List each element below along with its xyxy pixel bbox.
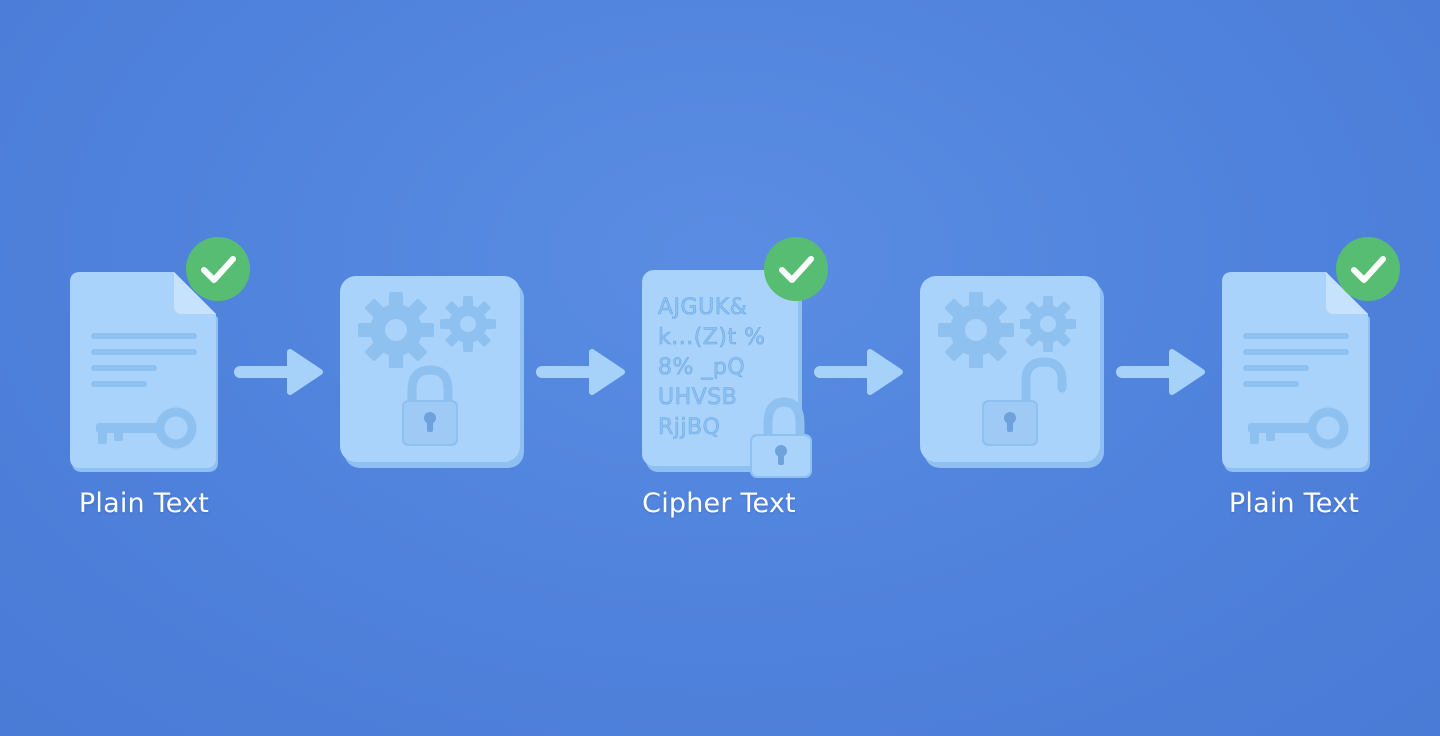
cipher-line-4: UHVSB xyxy=(658,385,737,410)
gears-locked-padlock-icon xyxy=(340,276,524,468)
arrow-3 xyxy=(812,348,906,396)
check-badge-3 xyxy=(1334,235,1402,303)
padlock-icon xyxy=(750,397,812,478)
arrow-right-icon xyxy=(536,349,625,395)
plain-text-output-label: Plain Text xyxy=(1228,488,1360,519)
cipher-line-1: AJGUK& xyxy=(658,295,747,320)
cipher-line-2: k...(Z)t % xyxy=(658,325,765,350)
arrow-2 xyxy=(534,348,628,396)
arrow-right-icon xyxy=(234,349,323,395)
encryption-node xyxy=(334,272,526,468)
decryption-node xyxy=(914,272,1106,468)
gears-unlocked-padlock-icon xyxy=(920,276,1104,468)
check-badge-1 xyxy=(184,235,252,303)
check-circle-icon xyxy=(186,237,250,301)
arrow-right-icon xyxy=(814,349,903,395)
cipher-line-3: 8% _pQ xyxy=(658,355,745,380)
plain-text-input-label: Plain Text xyxy=(78,488,210,519)
cipher-line-5: RjjBQ xyxy=(658,415,720,440)
cipher-text-node: AJGUK& k...(Z)t % 8% _pQ UHVSB RjjBQ xyxy=(636,264,820,478)
plain-text-output-node xyxy=(1214,262,1374,478)
arrow-right-icon xyxy=(1116,349,1205,395)
scrambled-document-padlock-icon: AJGUK& k...(Z)t % 8% _pQ UHVSB RjjBQ xyxy=(642,270,812,478)
document-key-icon xyxy=(1222,272,1370,472)
check-circle-icon xyxy=(1336,237,1400,301)
arrow-1 xyxy=(232,348,326,396)
document-key-icon xyxy=(70,272,218,472)
cipher-glyphs: AJGUK& k...(Z)t % 8% _pQ UHVSB RjjBQ xyxy=(658,295,766,441)
plain-text-input-node xyxy=(62,262,222,478)
check-circle-icon xyxy=(764,237,828,301)
arrow-4 xyxy=(1114,348,1208,396)
check-badge-2 xyxy=(762,235,830,303)
cipher-text-label: Cipher Text xyxy=(642,488,796,519)
